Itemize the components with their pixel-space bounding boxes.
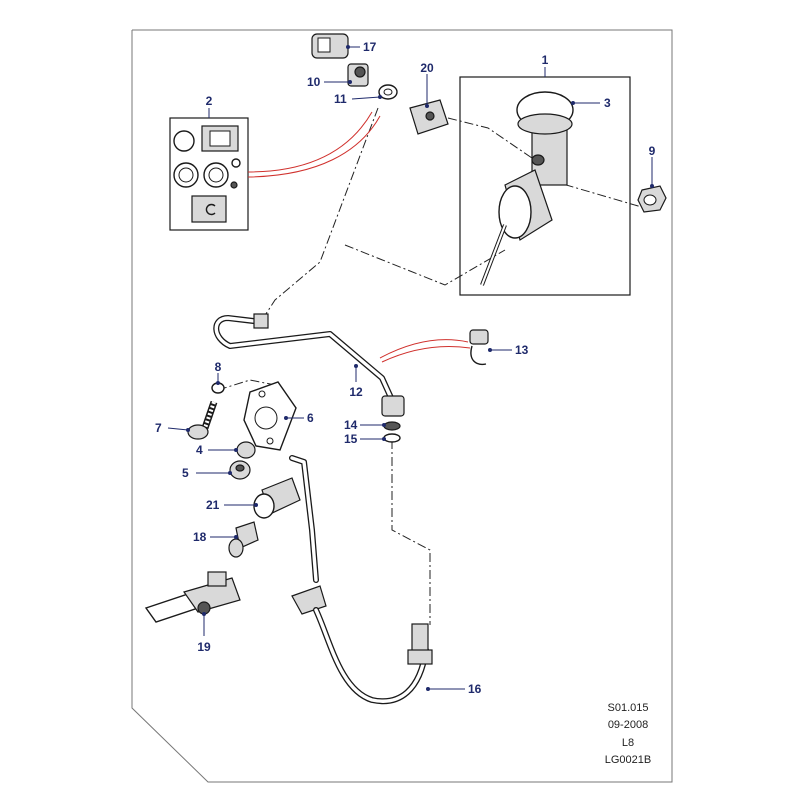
callout-label: 11 bbox=[334, 92, 347, 106]
master-cylinder-box bbox=[459, 76, 631, 296]
callout-2: 2 bbox=[206, 94, 213, 118]
callout-label: 19 bbox=[197, 640, 211, 654]
callout-label: 13 bbox=[515, 343, 529, 357]
assembly-lines bbox=[217, 107, 646, 625]
callout-label: 9 bbox=[649, 144, 656, 158]
callout-18: 18 bbox=[193, 530, 238, 544]
callout-label: 3 bbox=[604, 96, 611, 110]
callout-label: 4 bbox=[196, 443, 203, 457]
callout-label: 2 bbox=[206, 94, 213, 108]
callout-11: 11 bbox=[334, 92, 382, 106]
slave-cylinder-group bbox=[144, 477, 301, 623]
callout-15: 15 bbox=[344, 432, 386, 446]
callout-19: 19 bbox=[197, 612, 211, 654]
callout-label: 18 bbox=[193, 530, 207, 544]
callout-13: 13 bbox=[488, 343, 529, 357]
ref-code: LG0021B bbox=[605, 754, 651, 766]
callout-17: 17 bbox=[346, 40, 377, 54]
callout-20: 20 bbox=[420, 61, 434, 108]
callout-9: 9 bbox=[649, 144, 656, 188]
callout-label: 14 bbox=[344, 418, 358, 432]
callout-8: 8 bbox=[215, 360, 222, 385]
flexible-hose bbox=[289, 455, 433, 705]
part-13-clip bbox=[469, 329, 489, 366]
part-9-nut bbox=[637, 185, 667, 213]
callout-label: 10 bbox=[307, 75, 321, 89]
callout-10: 10 bbox=[307, 75, 352, 89]
callout-12: 12 bbox=[349, 364, 363, 399]
callout-label: 21 bbox=[206, 498, 220, 512]
callout-label: 12 bbox=[349, 385, 363, 399]
reference-block: S01.015 09-2008 L8 LG0021B bbox=[605, 702, 651, 766]
bolt-parts bbox=[187, 382, 256, 480]
callout-label: 20 bbox=[420, 61, 434, 75]
ref-model: L8 bbox=[622, 737, 634, 749]
callout-14: 14 bbox=[344, 418, 386, 432]
callout-1: 1 bbox=[542, 53, 549, 77]
callout-label: 7 bbox=[155, 421, 162, 435]
ref-date: 09-2008 bbox=[608, 719, 648, 731]
callout-7: 7 bbox=[155, 421, 190, 435]
callout-21: 21 bbox=[206, 498, 258, 512]
top-fittings bbox=[311, 33, 449, 135]
callout-label: 15 bbox=[344, 432, 358, 446]
callout-5: 5 bbox=[182, 466, 232, 480]
callout-label: 17 bbox=[363, 40, 377, 54]
seal-kit-box bbox=[169, 111, 381, 231]
rigid-pipe bbox=[213, 313, 471, 443]
callout-6: 6 bbox=[284, 411, 314, 425]
callout-16: 16 bbox=[426, 682, 482, 696]
callout-label: 6 bbox=[307, 411, 314, 425]
callout-4: 4 bbox=[196, 443, 238, 457]
callout-label: 1 bbox=[542, 53, 549, 67]
callout-label: 5 bbox=[182, 466, 189, 480]
callout-label: 8 bbox=[215, 360, 222, 374]
flange-gasket bbox=[243, 381, 297, 451]
ref-section: S01.015 bbox=[608, 702, 649, 714]
diagram-frame bbox=[131, 29, 673, 783]
callout-label: 16 bbox=[468, 682, 482, 696]
callout-3: 3 bbox=[571, 96, 611, 110]
